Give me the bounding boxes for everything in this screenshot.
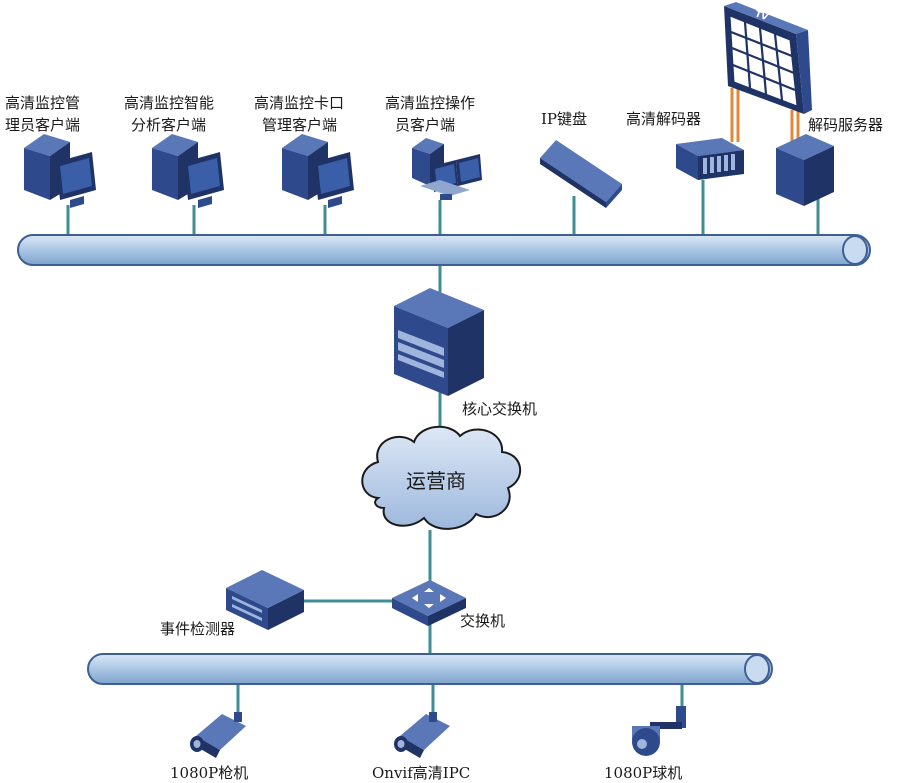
analytics-client-label-line2: 分析客户端 — [131, 116, 206, 134]
bottom-network-bus — [87, 653, 773, 685]
computer-icon — [412, 138, 482, 200]
hd-decoder-label: 高清解码器 — [626, 110, 701, 128]
bullet-camera-device — [190, 712, 246, 758]
admin-client-workstation — [24, 134, 96, 208]
core-switch-label: 核心交换机 — [462, 400, 537, 418]
operator-client-workstation — [412, 138, 482, 200]
ip-keyboard-device — [540, 140, 622, 208]
tv-wall-display: TV — [724, 2, 812, 114]
dome-camera-device — [632, 706, 686, 756]
labels: 高清监控管 理员客户端 高清监控智能 分析客户端 高清监控卡口 管理客户端 高清… — [5, 94, 883, 782]
links — [66, 180, 820, 712]
tv-links — [730, 88, 800, 142]
event-detector-label: 事件检测器 — [160, 620, 235, 638]
onvif-ipc-device — [394, 712, 450, 758]
rack-server-icon — [226, 570, 304, 630]
core-switch-device — [394, 288, 484, 396]
top-network-bus — [17, 234, 871, 266]
decoder-icon — [676, 138, 744, 180]
switch-icon — [392, 580, 466, 626]
ip-keyboard-label: IP键盘 — [541, 110, 587, 128]
analytics-client-workstation — [152, 134, 224, 208]
bullet-camera-label: 1080P枪机 — [170, 764, 248, 782]
carrier-label: 运营商 — [406, 469, 466, 493]
keyboard-icon — [540, 140, 622, 208]
checkpoint-client-workstation — [282, 134, 354, 208]
decode-server-device — [776, 134, 834, 206]
hd-decoder-device — [676, 138, 744, 180]
access-switch-device — [392, 580, 466, 626]
chassis-switch-icon — [394, 288, 484, 396]
decode-server-label: 解码服务器 — [808, 116, 883, 134]
admin-client-label-line1: 高清监控管 — [5, 94, 80, 112]
switch-label: 交换机 — [460, 612, 505, 630]
dome-camera-label: 1080P球机 — [604, 764, 682, 782]
admin-client-label-line2: 理员客户端 — [5, 116, 80, 134]
operator-client-label-line2: 员客户端 — [395, 116, 455, 134]
computer-icon — [24, 134, 96, 208]
server-icon — [776, 134, 834, 206]
tv-label: TV — [753, 9, 769, 23]
checkpoint-client-label-line1: 高清监控卡口 — [254, 94, 344, 112]
computer-icon — [152, 134, 224, 208]
carrier-cloud: 运营商 — [361, 425, 522, 530]
onvif-ipc-label: Onvif高清IPC — [372, 764, 470, 782]
operator-client-label-line1: 高清监控操作 — [385, 94, 475, 112]
analytics-client-label-line1: 高清监控智能 — [124, 94, 214, 112]
camera-icon — [394, 712, 450, 758]
checkpoint-client-label-line2: 管理客户端 — [262, 116, 337, 134]
camera-icon — [190, 712, 246, 758]
cloud-icon — [361, 425, 522, 530]
computer-icon — [282, 134, 354, 208]
ptz-camera-icon — [632, 706, 686, 756]
event-detector-device — [226, 570, 304, 630]
